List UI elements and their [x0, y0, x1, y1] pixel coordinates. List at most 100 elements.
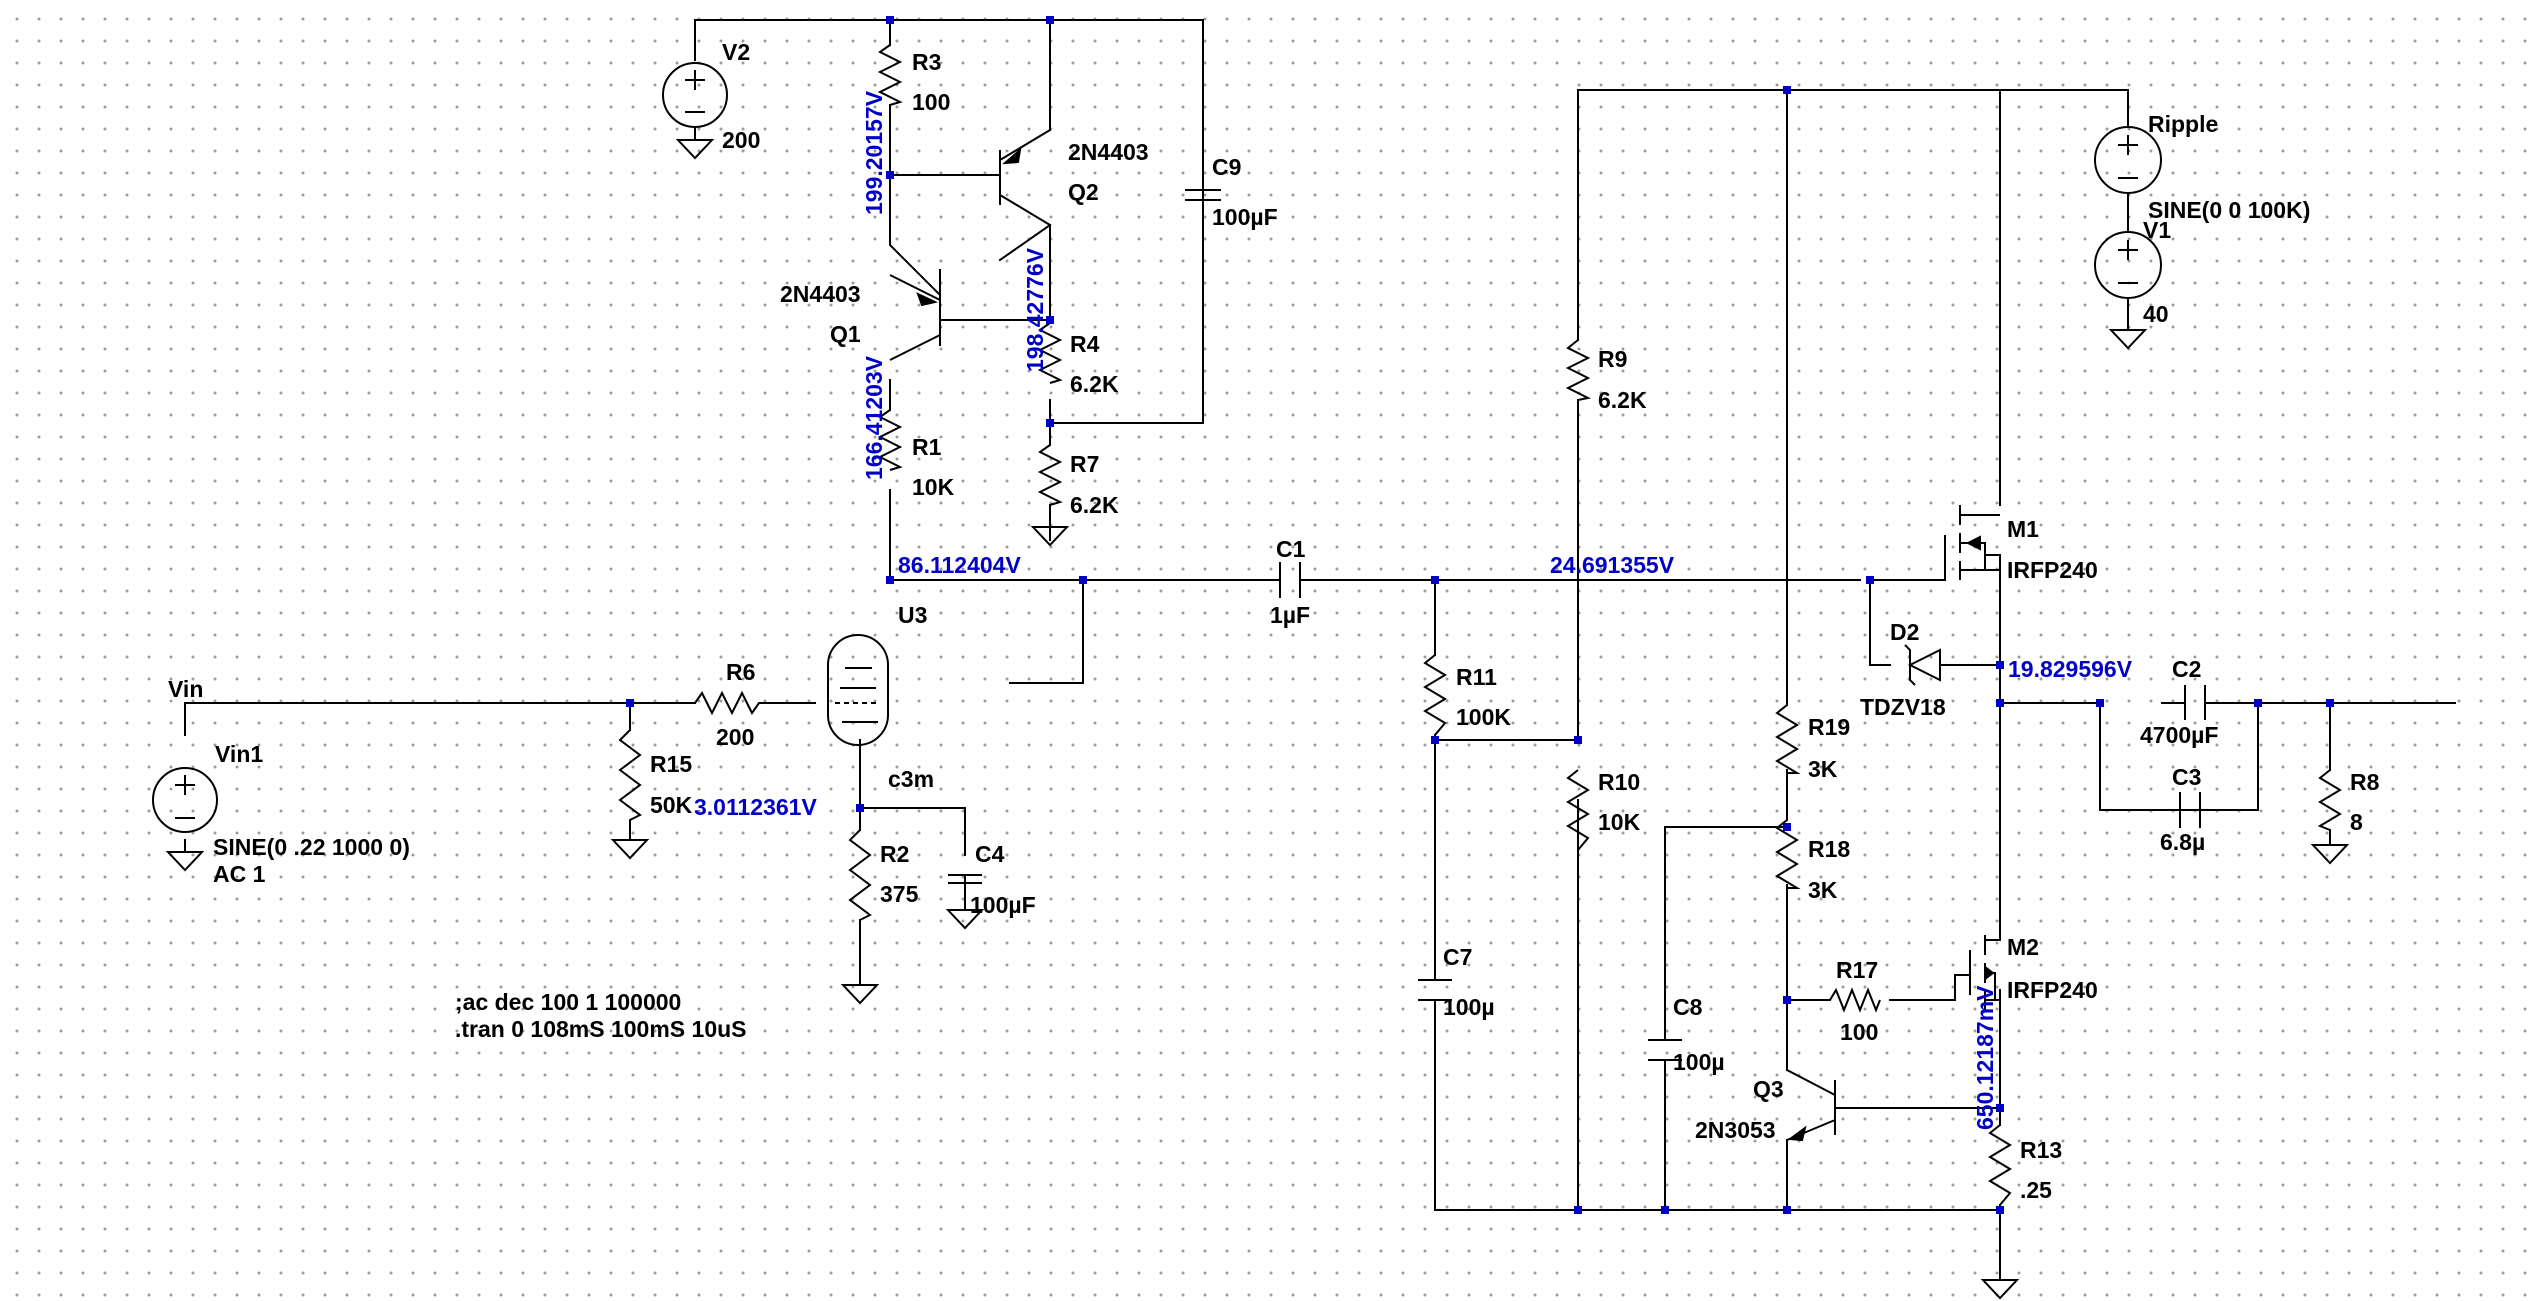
label-r18: R18: [1808, 836, 1850, 862]
label-u3-model: c3m: [888, 766, 934, 792]
junction-dot: [1079, 576, 1087, 584]
vin1-symbol: [152, 767, 218, 872]
voltage-output: 19.829596V: [2008, 656, 2133, 682]
label-q2: Q2: [1068, 179, 1099, 205]
label-r6-value: 200: [716, 724, 754, 750]
label-c2: C2: [2172, 656, 2201, 682]
label-c2-value: 4700µF: [2140, 722, 2218, 748]
label-ripple: Ripple: [2148, 111, 2218, 137]
label-c7: C7: [1443, 944, 1472, 970]
c9-symbol: [1185, 189, 1221, 201]
label-r2: R2: [880, 841, 909, 867]
junction-dot: [1866, 576, 1874, 584]
junction-dot: [1046, 316, 1054, 324]
label-r7-value: 6.2K: [1070, 492, 1119, 518]
label-u3: U3: [898, 602, 927, 628]
label-v2-value: 200: [722, 127, 760, 153]
voltage-r1-node: 166.41203V: [861, 355, 887, 480]
junction-dot: [1574, 1206, 1582, 1214]
label-r15-value: 50K: [650, 792, 693, 818]
v2-symbol: [662, 62, 728, 160]
label-r9: R9: [1598, 346, 1627, 372]
ripple-symbol: [2094, 126, 2162, 194]
m1-symbol: [1944, 505, 2000, 580]
label-q1: Q1: [830, 321, 861, 347]
label-r19: R19: [1808, 714, 1850, 740]
label-r8: R8: [2350, 769, 2380, 795]
c3-symbol: [2179, 792, 2201, 828]
r19-symbol: [1775, 704, 1801, 774]
c8-symbol: [1648, 1039, 1682, 1061]
junction-dot: [886, 576, 894, 584]
label-r4-value: 6.2K: [1070, 371, 1119, 397]
voltage-plate: 86.112404V: [898, 552, 1021, 578]
junction-dot: [2326, 699, 2334, 707]
label-c7-value: 100µ: [1443, 994, 1495, 1020]
junction-dot: [1046, 419, 1054, 427]
c4-symbol: [945, 874, 985, 930]
junction-dot: [1574, 736, 1582, 744]
junction-dot: [1431, 576, 1439, 584]
label-v2: V2: [722, 39, 750, 65]
junction-dot: [1783, 1206, 1791, 1214]
label-r10: R10: [1598, 769, 1640, 795]
junction-dot: [1661, 1206, 1669, 1214]
voltage-cathode: 3.0112361V: [694, 794, 817, 820]
junction-dot: [626, 699, 634, 707]
label-m2: M2: [2007, 934, 2039, 960]
m2-symbol: [1969, 935, 2000, 1010]
label-v1: V1: [2143, 217, 2171, 243]
label-r11-value: 100K: [1456, 704, 1511, 730]
directive-ac[interactable]: ;ac dec 100 1 100000: [455, 989, 681, 1015]
q1-symbol: [889, 274, 941, 361]
voltage-m2-source: 650.12187mV: [1972, 985, 1998, 1130]
voltage-labels: 199.20157V 198.42776V 166.41203V 86.1124…: [694, 90, 2133, 1130]
label-c8-value: 100µ: [1673, 1049, 1725, 1075]
junction-dot: [1996, 1206, 2004, 1214]
r15-symbol: [610, 729, 650, 860]
label-r15: R15: [650, 751, 692, 777]
label-v1-value: 40: [2143, 301, 2169, 327]
junction-dot: [2254, 699, 2262, 707]
label-c3-value: 6.8µ: [2160, 829, 2205, 855]
q3-symbol: [1786, 1069, 1851, 1142]
r10-symbol: [1566, 769, 1590, 851]
label-c8: C8: [1673, 994, 1703, 1020]
r18-symbol: [1775, 819, 1801, 889]
label-c4-value: 100µF: [970, 892, 1036, 918]
label-r19-value: 3K: [1808, 756, 1838, 782]
u3-symbol: [827, 634, 889, 746]
r1-symbol: [877, 409, 903, 471]
label-vin1-value: SINE(0 .22 1000 0): [213, 834, 410, 860]
wires: [184, 19, 2456, 1281]
voltage-r4-node: 198.42776V: [1022, 247, 1048, 372]
spice-directives[interactable]: ;ac dec 100 1 100000 .tran 0 108mS 100mS…: [455, 989, 747, 1042]
junction-dot: [1783, 86, 1791, 94]
label-q3: Q3: [1753, 1076, 1784, 1102]
label-vin: Vin: [168, 676, 203, 702]
label-vin1: Vin1: [215, 741, 263, 767]
junction-dot: [1996, 1104, 2004, 1112]
r6-symbol: [694, 690, 775, 716]
junction-dot: [1431, 736, 1439, 744]
label-r2-value: 375: [880, 881, 919, 907]
label-c4: C4: [975, 841, 1005, 867]
directive-tran[interactable]: .tran 0 108mS 100mS 10uS: [455, 1016, 747, 1042]
v1-symbol: [2094, 231, 2162, 350]
label-q2-model: 2N4403: [1068, 139, 1149, 165]
label-r10-value: 10K: [1598, 809, 1641, 835]
junctions: [626, 16, 2334, 1214]
junction-dot: [886, 16, 894, 24]
label-r1: R1: [912, 434, 942, 460]
label-r3-value: 100: [912, 89, 950, 115]
q2-symbol: [999, 129, 1051, 226]
label-r3: R3: [912, 49, 941, 75]
junction-dot: [1996, 699, 2004, 707]
label-r8-value: 8: [2350, 809, 2363, 835]
c2-symbol: [2184, 685, 2206, 720]
junction-dot: [886, 171, 894, 179]
label-d2-model: TDZV18: [1860, 694, 1946, 720]
label-d2: D2: [1890, 619, 1919, 645]
label-r7: R7: [1070, 451, 1099, 477]
